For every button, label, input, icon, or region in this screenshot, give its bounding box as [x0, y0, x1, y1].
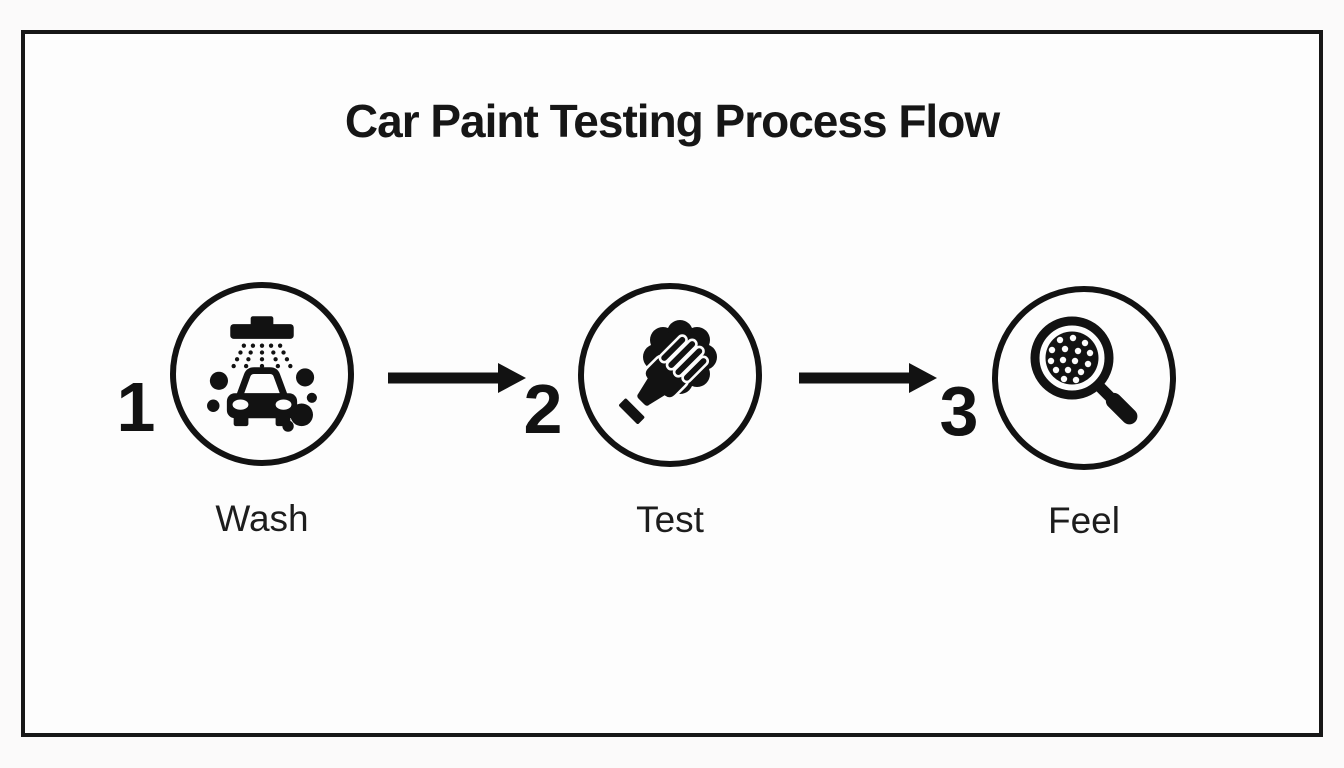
car-wash-icon [194, 306, 330, 442]
step-3-number: 3 [939, 372, 979, 450]
step-2-label: Test [636, 499, 704, 540]
arrow-right-icon [799, 359, 939, 397]
step-1-label: Wash [215, 498, 309, 539]
step-1-number: 1 [116, 368, 156, 446]
step-3-circle [992, 286, 1176, 470]
step-3-label: Feel [1048, 500, 1120, 541]
hand-wipe-icon [600, 305, 740, 445]
step-2-number: 2 [523, 370, 563, 448]
step-1-circle [170, 282, 354, 466]
diagram-title: Car Paint Testing Process Flow [344, 95, 1000, 147]
step-2-circle [578, 283, 762, 467]
magnifier-texture-icon [1014, 308, 1154, 448]
arrow-right-icon [388, 359, 528, 397]
